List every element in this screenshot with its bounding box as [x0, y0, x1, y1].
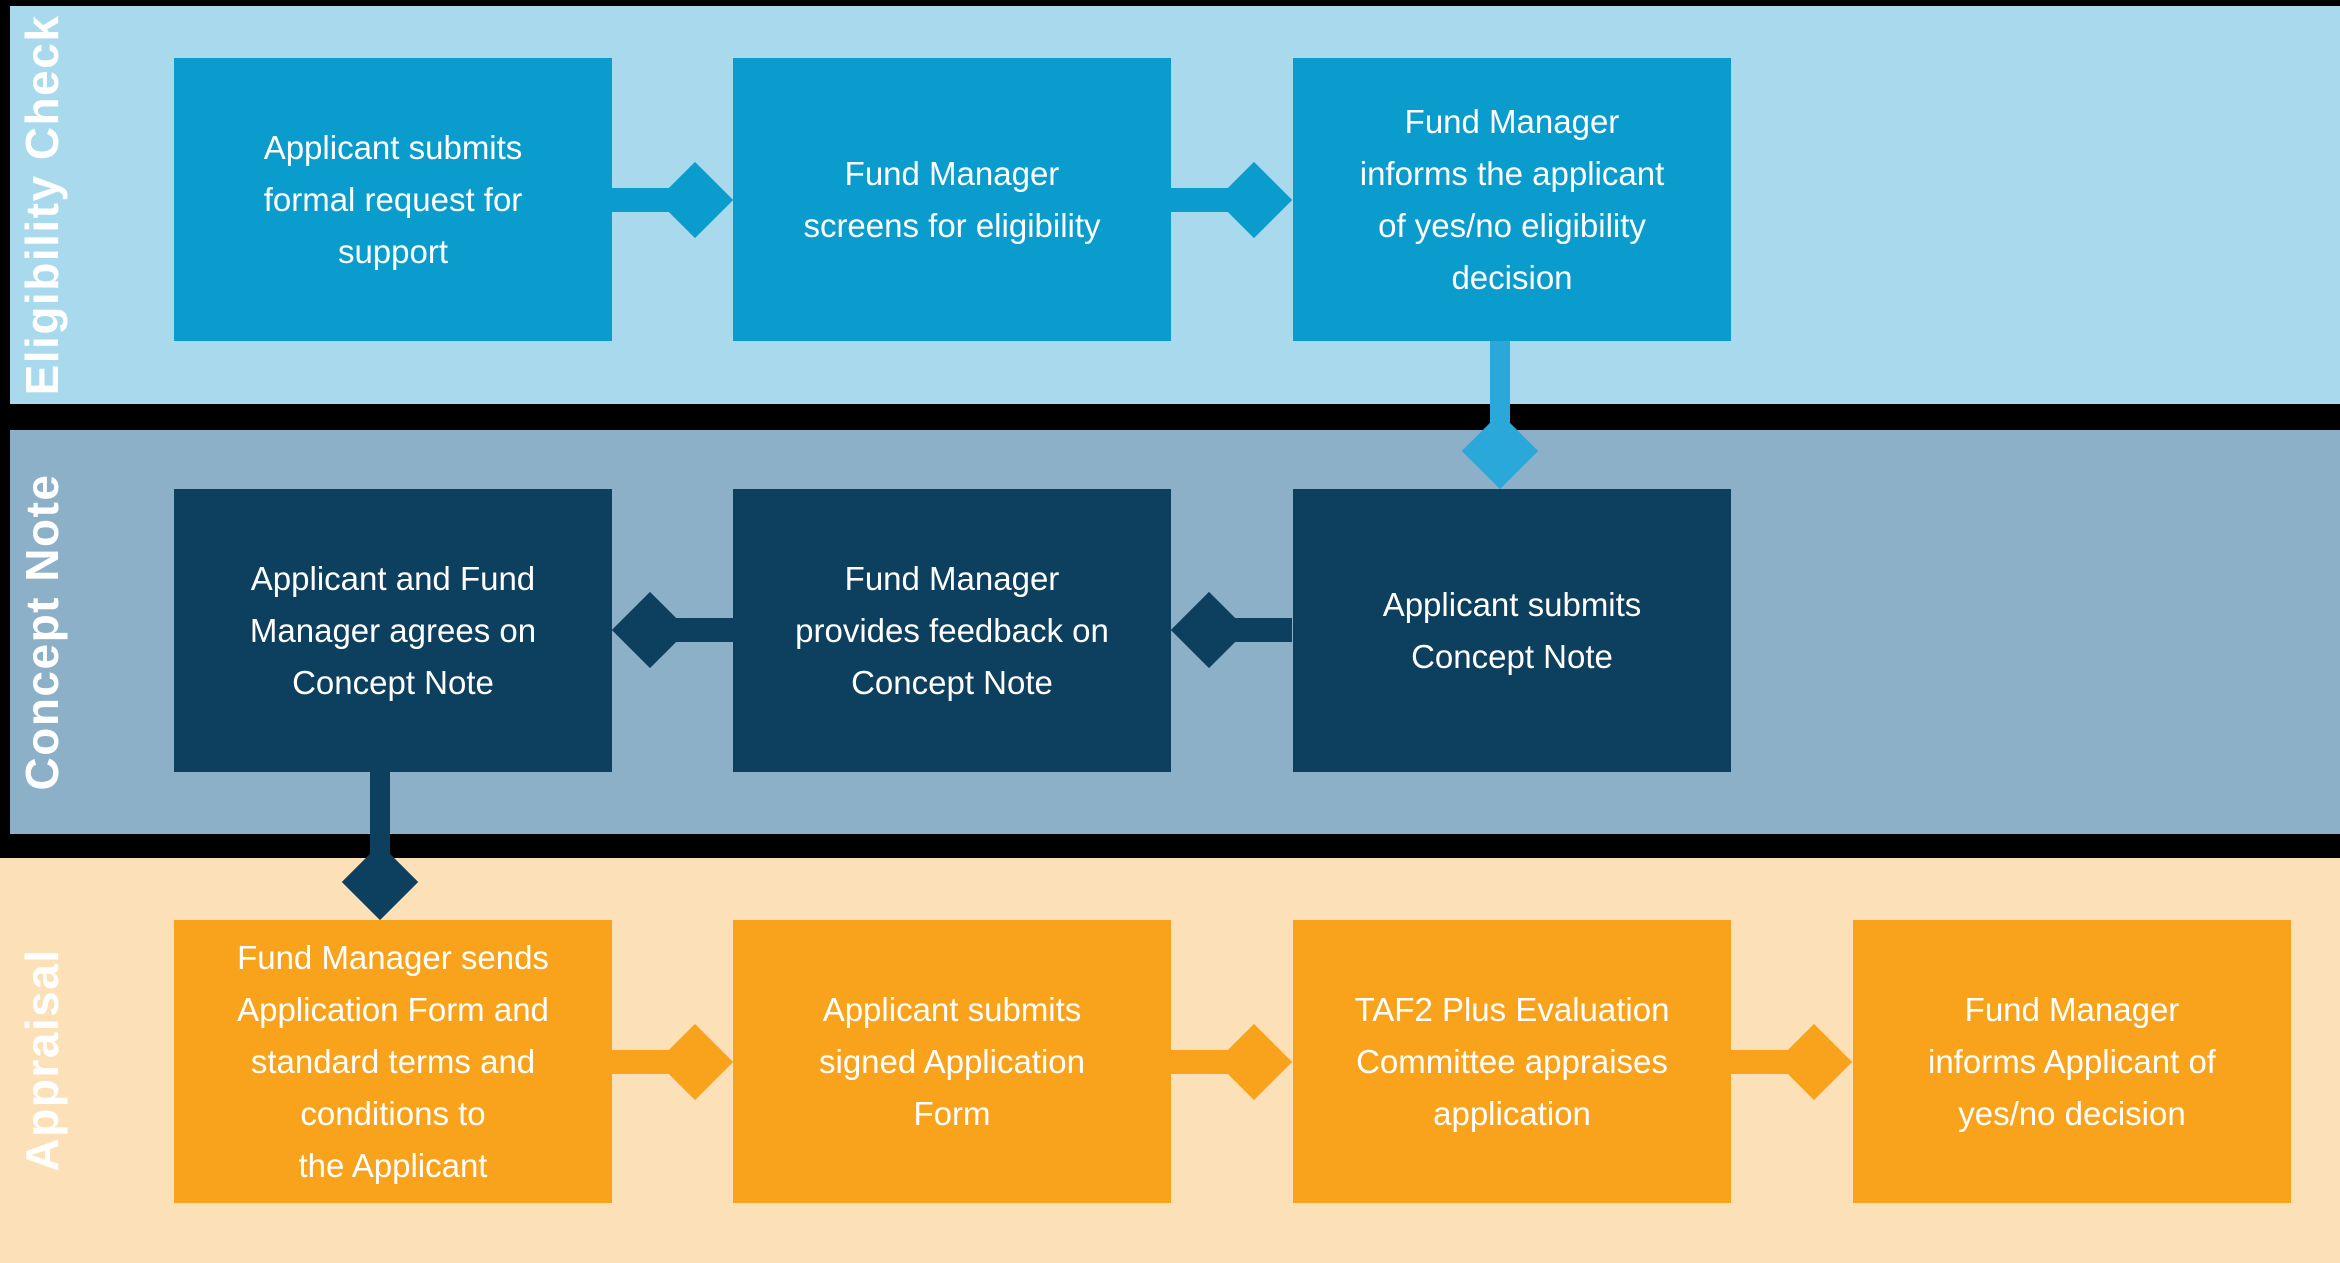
arrow-head — [656, 1023, 734, 1101]
step-fund-manager-informs-decision: Fund Manager informs Applicant of yes/no… — [1853, 920, 2291, 1203]
step-fund-manager-informs-eligibility-decision: Fund Manager informs the applicant of ye… — [1293, 58, 1731, 341]
flow-arrow-right-icon — [1731, 1023, 1853, 1101]
flow-arrow-right-icon — [1171, 1023, 1293, 1101]
step-committee-appraises-application: TAF2 Plus Evaluation Committee appraises… — [1293, 920, 1731, 1203]
arrow-head — [341, 843, 419, 921]
arrow-head — [611, 591, 689, 669]
step-fund-manager-screens-eligibility: Fund Manager screens for eligibility — [733, 58, 1171, 341]
flow-arrow-right-icon — [612, 1023, 734, 1101]
flow-arrow-down-icon — [1461, 341, 1539, 490]
step-feedback-on-concept-note: Fund Manager provides feedback on Concep… — [733, 489, 1171, 772]
arrow-head — [1461, 412, 1539, 490]
lane-label-eligibility-check: Eligibility Check — [16, 14, 68, 396]
step-fund-manager-sends-application-form: Fund Manager sends Application Form and … — [174, 920, 612, 1203]
flow-arrow-left-icon — [1170, 591, 1292, 669]
step-applicant-submits-formal-request: Applicant submits formal request for sup… — [174, 58, 612, 341]
lane-label-concept-note: Concept Note — [16, 473, 68, 791]
arrow-head — [1215, 1023, 1293, 1101]
flow-arrow-right-icon — [612, 161, 734, 239]
flow-arrow-left-icon — [611, 591, 733, 669]
step-applicant-submits-concept-note: Applicant submits Concept Note — [1293, 489, 1731, 772]
flow-arrow-down-icon — [341, 772, 419, 921]
step-agree-on-concept-note: Applicant and Fund Manager agrees on Con… — [174, 489, 612, 772]
flow-arrow-right-icon — [1171, 161, 1293, 239]
arrow-head — [1775, 1023, 1853, 1101]
arrow-head — [656, 161, 734, 239]
arrow-head — [1170, 591, 1248, 669]
step-applicant-submits-signed-form: Applicant submits signed Application For… — [733, 920, 1171, 1203]
lane-label-appraisal: Appraisal — [16, 948, 68, 1172]
arrow-head — [1215, 161, 1293, 239]
